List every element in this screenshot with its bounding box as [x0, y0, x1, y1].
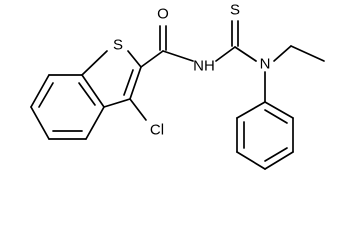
bond-c7a-s [81, 50, 108, 76]
ring-sulfur-label: S [113, 37, 123, 54]
bond-ph6-ph1 [236, 101, 266, 119]
atom-labels: O S S NH N Cl [113, 2, 270, 139]
bond-ph1-ph2-inner [264, 109, 288, 124]
chemical-structure: O S S NH N Cl [30, 2, 325, 170]
bond-cthio-n [234, 46, 257, 62]
bond-c3-c3a [103, 98, 131, 108]
tertiary-n-label: N [260, 56, 271, 73]
bond-c2-c3-inner [123, 69, 134, 96]
bond-nh-cthio [215, 46, 236, 62]
bond-s-c2 [127, 50, 142, 68]
amide-nh-label: NH [193, 58, 215, 75]
bond-c2-camide [140, 50, 164, 68]
bond-ph1-ph2 [264, 101, 294, 119]
bond-camide-nh [162, 50, 194, 62]
chlorine-label: Cl [150, 122, 164, 139]
thione-sulfur-label: S [230, 2, 240, 19]
bond-c4-c3a [85, 106, 105, 140]
bond-ph4-ph5 [236, 151, 266, 170]
bond-n-ch2 [273, 45, 292, 62]
bond-ch2-ch3 [290, 45, 325, 62]
bond-c6-c5 [30, 106, 50, 140]
bond-c3a-c7a-inner [78, 82, 96, 106]
bond-c3a-c7a [81, 74, 105, 108]
bond-ph3-ph4-inner [264, 147, 288, 162]
bond-c7-c6 [30, 74, 50, 108]
oxygen-label: O [157, 6, 169, 23]
bond-c7-c6-inner [38, 82, 54, 108]
bond-ph3-ph4 [264, 151, 294, 170]
bond-c3-cl [129, 98, 147, 121]
bonds [30, 20, 325, 170]
bond-c2-c3 [129, 66, 142, 100]
